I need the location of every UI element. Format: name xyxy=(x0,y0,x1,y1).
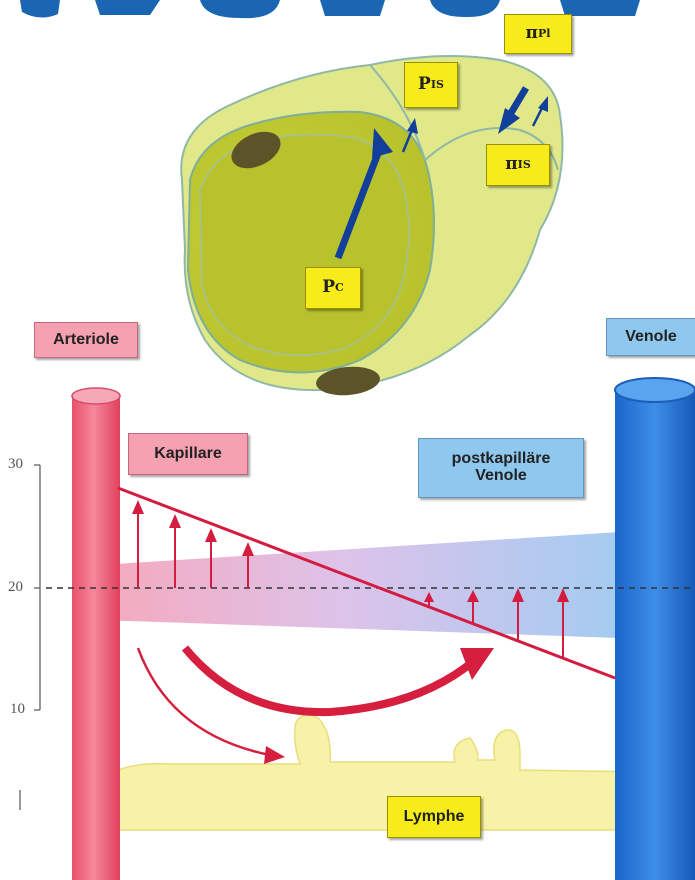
p-is-sub: IS xyxy=(431,79,444,91)
p-c-sub: C xyxy=(335,282,344,294)
lymphe-label: Lymphe xyxy=(387,796,481,838)
arteriole-vessel xyxy=(72,388,120,880)
endothelial-cell xyxy=(181,56,562,398)
arteriole-label: Arteriole xyxy=(34,322,138,358)
venule-vessel xyxy=(615,378,695,880)
postkapillaere-line2: Venole xyxy=(475,468,527,485)
venole-label: Venole xyxy=(606,318,695,356)
pi-pl-sub: Pl xyxy=(538,28,550,40)
postkapillaere-venole-label: postkapilläre Venole xyxy=(418,438,584,498)
pressure-scale xyxy=(34,465,40,710)
postkapillaere-line1: postkapilläre xyxy=(452,451,551,468)
p-is-symbol: P xyxy=(418,76,431,94)
p-c-symbol: P xyxy=(322,279,335,297)
pi-is-sub: IS xyxy=(518,159,531,171)
tick-10: 10 xyxy=(10,701,25,718)
tick-20: 20 xyxy=(8,579,23,596)
lymph-vessel xyxy=(114,715,640,830)
kapillare-label: Kapillare xyxy=(128,433,248,475)
tick-30: 30 xyxy=(8,456,23,473)
pi-is-symbol: π xyxy=(505,156,517,174)
pi-pl-symbol: π xyxy=(526,25,538,43)
